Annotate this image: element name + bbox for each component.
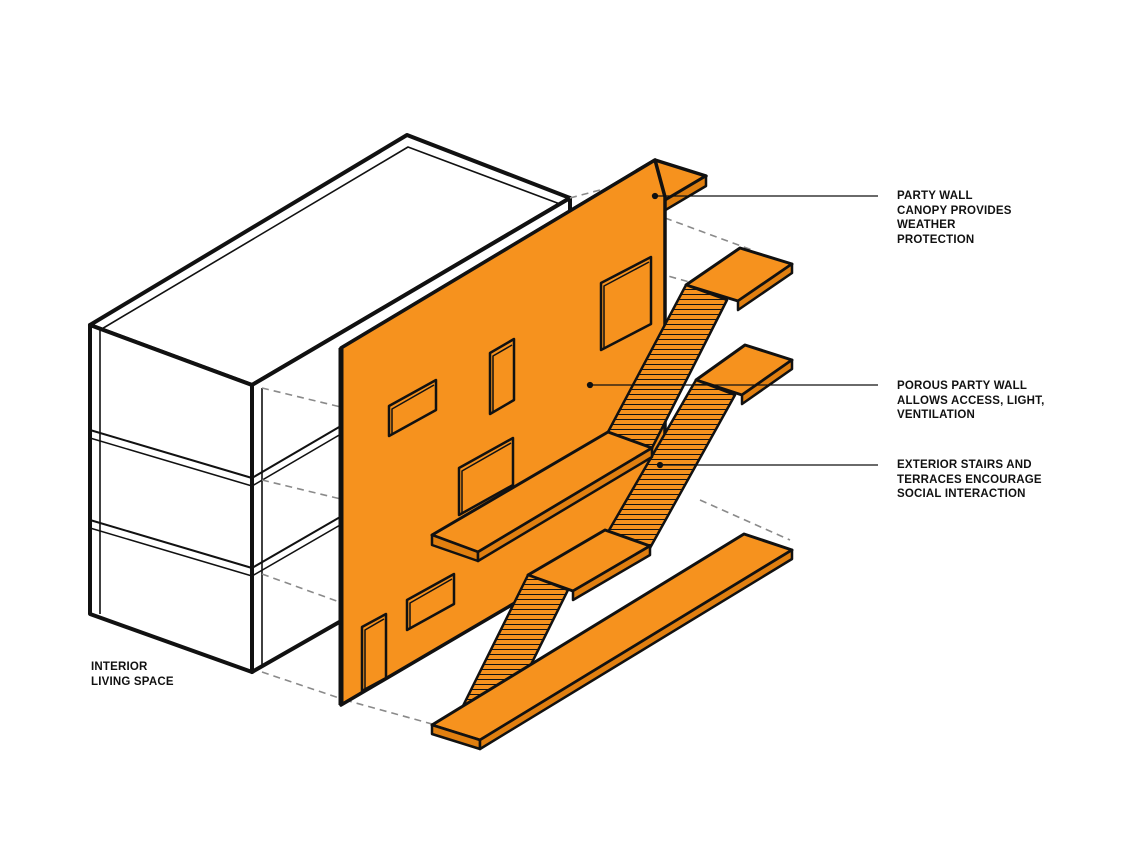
label-line: PROTECTION (897, 233, 975, 246)
label-line: INTERIOR (91, 661, 148, 673)
callout-leaders (586, 192, 878, 469)
wall-window-lower (405, 572, 456, 632)
label-line: ALLOWS ACCESS, LIGHT, (897, 394, 1045, 407)
label-line: WEATHER (897, 219, 956, 231)
label-porous-party-wall: POROUS PARTY WALL ALLOWS ACCESS, LIGHT, … (897, 379, 1045, 423)
label-line: EXTERIOR STAIRS AND (897, 459, 1032, 471)
wall-door-middle (457, 436, 515, 517)
label-line: TERRACES ENCOURAGE (897, 473, 1042, 486)
label-line: CANOPY PROVIDES (897, 204, 1012, 217)
label-interior-living-space: INTERIOR LIVING SPACE (91, 660, 174, 689)
wall-door-lower (360, 612, 388, 693)
porous-party-wall (338, 158, 708, 707)
label-party-wall-canopy: PARTY WALL CANOPY PROVIDES WEATHER PROTE… (897, 189, 1012, 247)
label-line: VENTILATION (897, 409, 976, 421)
exterior-stairs-and-terraces (430, 246, 794, 751)
building-front-face (88, 323, 254, 674)
label-exterior-stairs: EXTERIOR STAIRS AND TERRACES ENCOURAGE S… (897, 458, 1042, 502)
wall-window-left (387, 378, 438, 438)
wall-window-tall (488, 337, 516, 416)
label-line: LIVING SPACE (91, 675, 174, 688)
label-line: PARTY WALL (897, 190, 973, 202)
label-line: POROUS PARTY WALL (897, 380, 1028, 392)
label-line: SOCIAL INTERACTION (897, 488, 1026, 500)
